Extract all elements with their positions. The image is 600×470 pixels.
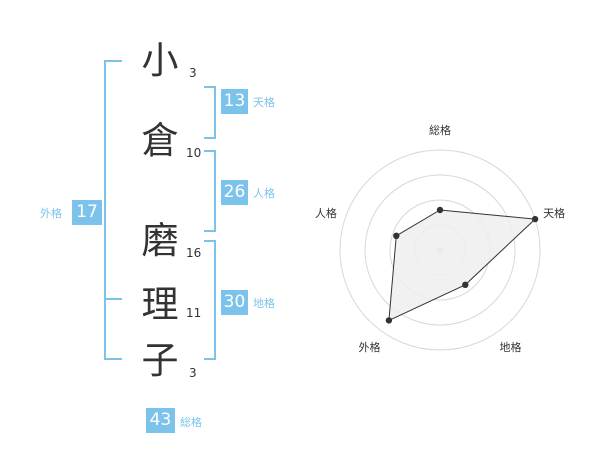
- tenkaku-bracket: [204, 86, 216, 139]
- tenkaku-value-badge: 13: [221, 89, 248, 114]
- radar-axis-label: 人格: [315, 206, 337, 220]
- radar-axis-label: 地格: [500, 340, 522, 354]
- jinkaku-bracket: [204, 150, 216, 232]
- chikaku-value-badge: 30: [221, 290, 248, 315]
- soukaku-value-badge: 43: [146, 408, 175, 433]
- gaikaku-value-badge: 17: [72, 200, 102, 225]
- radar-area: [388, 209, 537, 322]
- gaikaku-bracket: [104, 60, 122, 360]
- stroke-count-3: 16: [186, 246, 202, 260]
- radar-point-5: [393, 232, 400, 239]
- soukaku-label: 総格: [180, 416, 202, 429]
- stroke-count-4: 11: [186, 306, 202, 320]
- radar-point-3: [462, 281, 469, 288]
- radar-axis-label: 総格: [429, 123, 451, 137]
- radar-point-2: [531, 215, 539, 223]
- tenkaku-label: 天格: [253, 96, 275, 109]
- jinkaku-label: 人格: [253, 187, 275, 200]
- radar-point-1: [436, 206, 444, 214]
- stroke-count-1: 3: [189, 66, 197, 80]
- stroke-count-2: 10: [186, 146, 202, 160]
- radar-grid-ring: [364, 174, 516, 326]
- name-char-4: 理: [141, 283, 179, 326]
- name-char-2: 倉: [141, 119, 179, 162]
- chikaku-label: 地格: [253, 297, 275, 310]
- jinkaku-value-badge: 26: [221, 180, 248, 205]
- name-char-5: 子: [141, 339, 179, 382]
- gaikaku-bracket-tick: [104, 298, 122, 300]
- name-char-1: 小: [141, 39, 179, 82]
- radar-axis-label: 外格: [359, 340, 381, 354]
- gaikaku-label: 外格: [40, 207, 62, 220]
- radar-point-4: [385, 317, 393, 324]
- stroke-count-5: 3: [189, 366, 197, 380]
- name-char-3: 磨: [141, 219, 179, 262]
- chikaku-bracket: [204, 240, 216, 360]
- radar-grid-ring: [339, 149, 541, 351]
- radar-axis-label: 天格: [543, 206, 565, 220]
